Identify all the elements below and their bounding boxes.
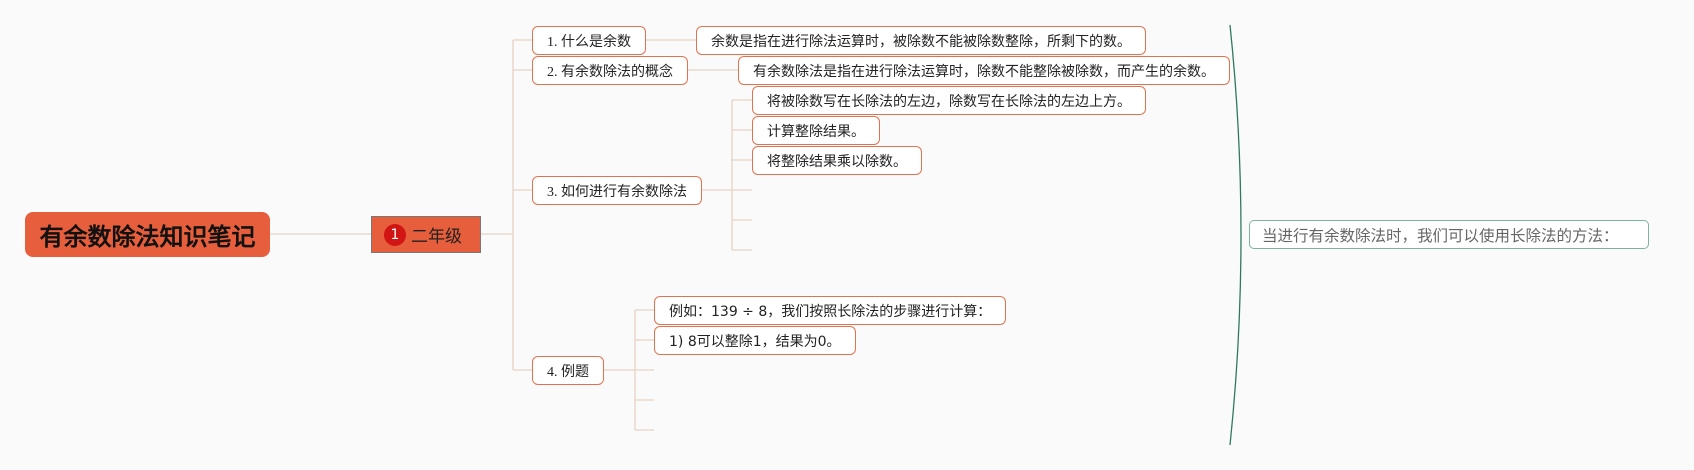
root-topic-label: 有余数除法知识笔记 xyxy=(39,223,256,251)
topic-label: 3. 如何进行有余数除法 xyxy=(547,184,687,200)
leaf-label: 将整除结果乘以除数。 xyxy=(767,153,907,170)
topic-concept[interactable]: 2. 有余数除法的概念 xyxy=(532,56,688,85)
leaf-label: 例如：139 ÷ 8，我们按照长除法的步骤进行计算： xyxy=(669,303,992,320)
topic-example[interactable]: 4. 例题 xyxy=(532,356,604,385)
leaf-label: 有余数除法是指在进行除法运算时，除数不能整除被除数，而产生的余数。 xyxy=(753,63,1215,80)
leaf-step-2[interactable]: 计算整除结果。 xyxy=(752,116,880,145)
topic-label: 2. 有余数除法的概念 xyxy=(547,64,673,80)
leaf-concept-definition[interactable]: 有余数除法是指在进行除法运算时，除数不能整除被除数，而产生的余数。 xyxy=(738,56,1230,85)
leaf-label: 计算整除结果。 xyxy=(767,123,865,140)
grade-topic[interactable]: 1 二年级 xyxy=(371,216,481,253)
leaf-label: 将被除数写在长除法的左边，除数写在长除法的左边上方。 xyxy=(767,93,1131,110)
summary-topic[interactable]: 当进行有余数除法时，我们可以使用长除法的方法： xyxy=(1249,220,1649,249)
leaf-example-step-1[interactable]: 1) 8可以整除1，结果为0。 xyxy=(654,326,856,355)
leaf-example-intro[interactable]: 例如：139 ÷ 8，我们按照长除法的步骤进行计算： xyxy=(654,296,1007,325)
topic-label: 4. 例题 xyxy=(547,364,589,380)
leaf-step-1[interactable]: 将被除数写在长除法的左边，除数写在长除法的左边上方。 xyxy=(752,86,1146,115)
topic-how-to[interactable]: 3. 如何进行有余数除法 xyxy=(532,176,702,205)
leaf-label: 1) 8可以整除1，结果为0。 xyxy=(669,333,841,350)
leaf-remainder-definition[interactable]: 余数是指在进行除法运算时，被除数不能被除数整除，所剩下的数。 xyxy=(696,26,1146,55)
topic-label: 1. 什么是余数 xyxy=(547,34,631,50)
leaf-label: 余数是指在进行除法运算时，被除数不能被除数整除，所剩下的数。 xyxy=(711,33,1131,50)
summary-label: 当进行有余数除法时，我们可以使用长除法的方法： xyxy=(1262,226,1619,245)
priority-badge: 1 xyxy=(384,223,406,246)
grade-topic-label: 二年级 xyxy=(411,227,462,247)
topic-what-is-remainder[interactable]: 1. 什么是余数 xyxy=(532,26,646,55)
leaf-step-3[interactable]: 将整除结果乘以除数。 xyxy=(752,146,922,175)
root-topic[interactable]: 有余数除法知识笔记 xyxy=(25,212,270,257)
